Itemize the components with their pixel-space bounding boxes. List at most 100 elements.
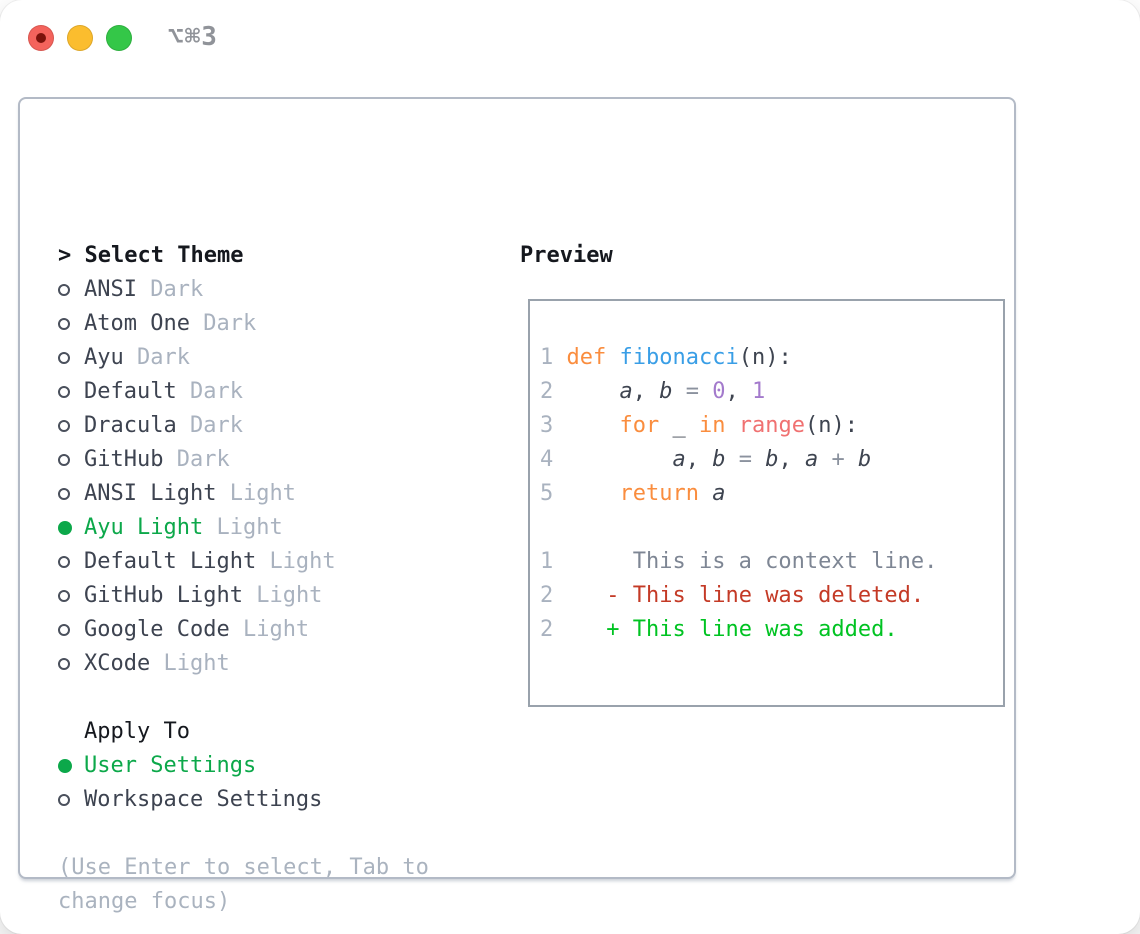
theme-item-dracula[interactable]: Dracula Dark xyxy=(58,409,429,443)
code-token xyxy=(818,447,831,472)
code-token xyxy=(567,413,620,438)
theme-item-ansi[interactable]: ANSI Dark xyxy=(58,273,429,307)
apply-option-workspace-settings[interactable]: Workspace Settings xyxy=(58,783,429,817)
theme-variant-tag: Light xyxy=(229,481,296,506)
code-token: a xyxy=(804,447,819,472)
code-line: 4 a, b = b, a + b xyxy=(540,443,1003,477)
hint-line-2: change focus) xyxy=(58,889,231,914)
option-label: Ayu Light xyxy=(84,515,204,540)
option-label: Default xyxy=(84,379,177,404)
code-token: a xyxy=(672,447,686,472)
close-button[interactable] xyxy=(28,25,54,51)
option-label: ANSI xyxy=(84,277,137,302)
theme-variant-tag: Dark xyxy=(189,379,243,404)
select-theme-title: Select Theme xyxy=(84,243,244,268)
option-label: GitHub xyxy=(84,447,164,472)
code-token: b xyxy=(659,379,673,404)
option-label: Ayu xyxy=(84,345,124,370)
line-number: 1 xyxy=(540,549,554,574)
theme-variant-tag: Dark xyxy=(203,311,257,336)
code-line: 2 - This line was deleted. xyxy=(540,579,1003,613)
code-token: 1 xyxy=(751,379,766,404)
hint-line-1: (Use Enter to select, Tab to xyxy=(58,855,429,880)
code-token: - This line was deleted. xyxy=(606,583,925,608)
code-line: 1 This is a context line. xyxy=(540,545,1003,579)
code-token xyxy=(725,447,738,472)
radio-icon xyxy=(58,318,70,330)
theme-variant-tag: Dark xyxy=(189,413,243,438)
theme-variant-tag: Light xyxy=(242,617,310,642)
theme-item-ayu-light[interactable]: Ayu Light Light xyxy=(58,511,429,545)
code-token xyxy=(699,379,712,404)
focus-prompt-icon: > xyxy=(58,243,72,268)
code-line: 1 def fibonacci(n): xyxy=(540,341,1003,375)
radio-icon xyxy=(58,284,70,296)
window-title: ⌥⌘3 xyxy=(168,22,218,52)
code-line: 3 for _ in range(n): xyxy=(540,409,1003,443)
theme-variant-tag: Light xyxy=(256,583,323,608)
option-label: Default Light xyxy=(84,549,257,574)
code-token: for xyxy=(619,413,660,438)
radio-selected-icon xyxy=(58,759,72,773)
code-token: a xyxy=(712,481,726,506)
theme-item-default-light[interactable]: Default Light Light xyxy=(58,545,429,579)
theme-item-default[interactable]: Default Dark xyxy=(58,375,429,409)
radio-icon xyxy=(58,590,70,602)
theme-item-xcode[interactable]: XCode Light xyxy=(58,647,429,681)
theme-item-ansi-light[interactable]: ANSI Light Light xyxy=(58,477,429,511)
code-token xyxy=(672,379,685,404)
code-token: in xyxy=(698,413,726,438)
code-token: a xyxy=(619,379,633,404)
code-token xyxy=(699,481,712,506)
theme-variant-tag: Dark xyxy=(176,447,230,472)
line-number: 2 xyxy=(540,583,554,608)
theme-item-github-light[interactable]: GitHub Light Light xyxy=(58,579,429,613)
radio-icon xyxy=(58,386,70,398)
code-token xyxy=(567,447,673,472)
zoom-button[interactable] xyxy=(106,25,132,51)
line-number: 4 xyxy=(540,447,554,472)
minimize-button[interactable] xyxy=(67,25,93,51)
theme-variant-tag: Dark xyxy=(150,277,204,302)
code-token xyxy=(567,583,607,608)
theme-item-atom-one[interactable]: Atom One Dark xyxy=(58,307,429,341)
radio-icon xyxy=(58,488,70,500)
option-label: ANSI Light xyxy=(84,481,217,506)
code-token: + xyxy=(831,447,845,472)
code-token xyxy=(606,345,619,370)
code-token xyxy=(845,447,858,472)
code-line: 5 return a xyxy=(540,477,1003,511)
code-token: b xyxy=(712,447,726,472)
preview-title: Preview xyxy=(520,243,613,268)
theme-item-github[interactable]: GitHub Dark xyxy=(58,443,429,477)
option-label: Dracula xyxy=(84,413,177,438)
code-token xyxy=(567,617,607,642)
theme-variant-tag: Light xyxy=(269,549,336,574)
apply-option-user-settings[interactable]: User Settings xyxy=(58,749,429,783)
code-token xyxy=(567,379,620,404)
code-token xyxy=(725,413,738,438)
theme-variant-tag: Light xyxy=(216,515,283,540)
option-label: User Settings xyxy=(84,753,257,778)
code-line: 2 + This line was added. xyxy=(540,613,1003,647)
line-number: 2 xyxy=(540,617,554,642)
code-token xyxy=(752,447,765,472)
code-token: (n): xyxy=(804,413,858,438)
code-token: + This line was added. xyxy=(606,617,898,642)
theme-item-ayu[interactable]: Ayu Dark xyxy=(58,341,429,375)
close-dot-icon xyxy=(36,33,46,43)
code-token: = xyxy=(738,447,752,472)
radio-icon xyxy=(58,454,70,466)
option-label: Workspace Settings xyxy=(84,787,323,812)
radio-selected-icon xyxy=(58,521,72,535)
theme-item-google-code[interactable]: Google Code Light xyxy=(58,613,429,647)
code-token: , xyxy=(632,379,660,404)
code-token: b xyxy=(765,447,779,472)
code-token: range xyxy=(738,413,805,438)
code-token: (n): xyxy=(738,345,792,370)
radio-icon xyxy=(58,794,70,806)
